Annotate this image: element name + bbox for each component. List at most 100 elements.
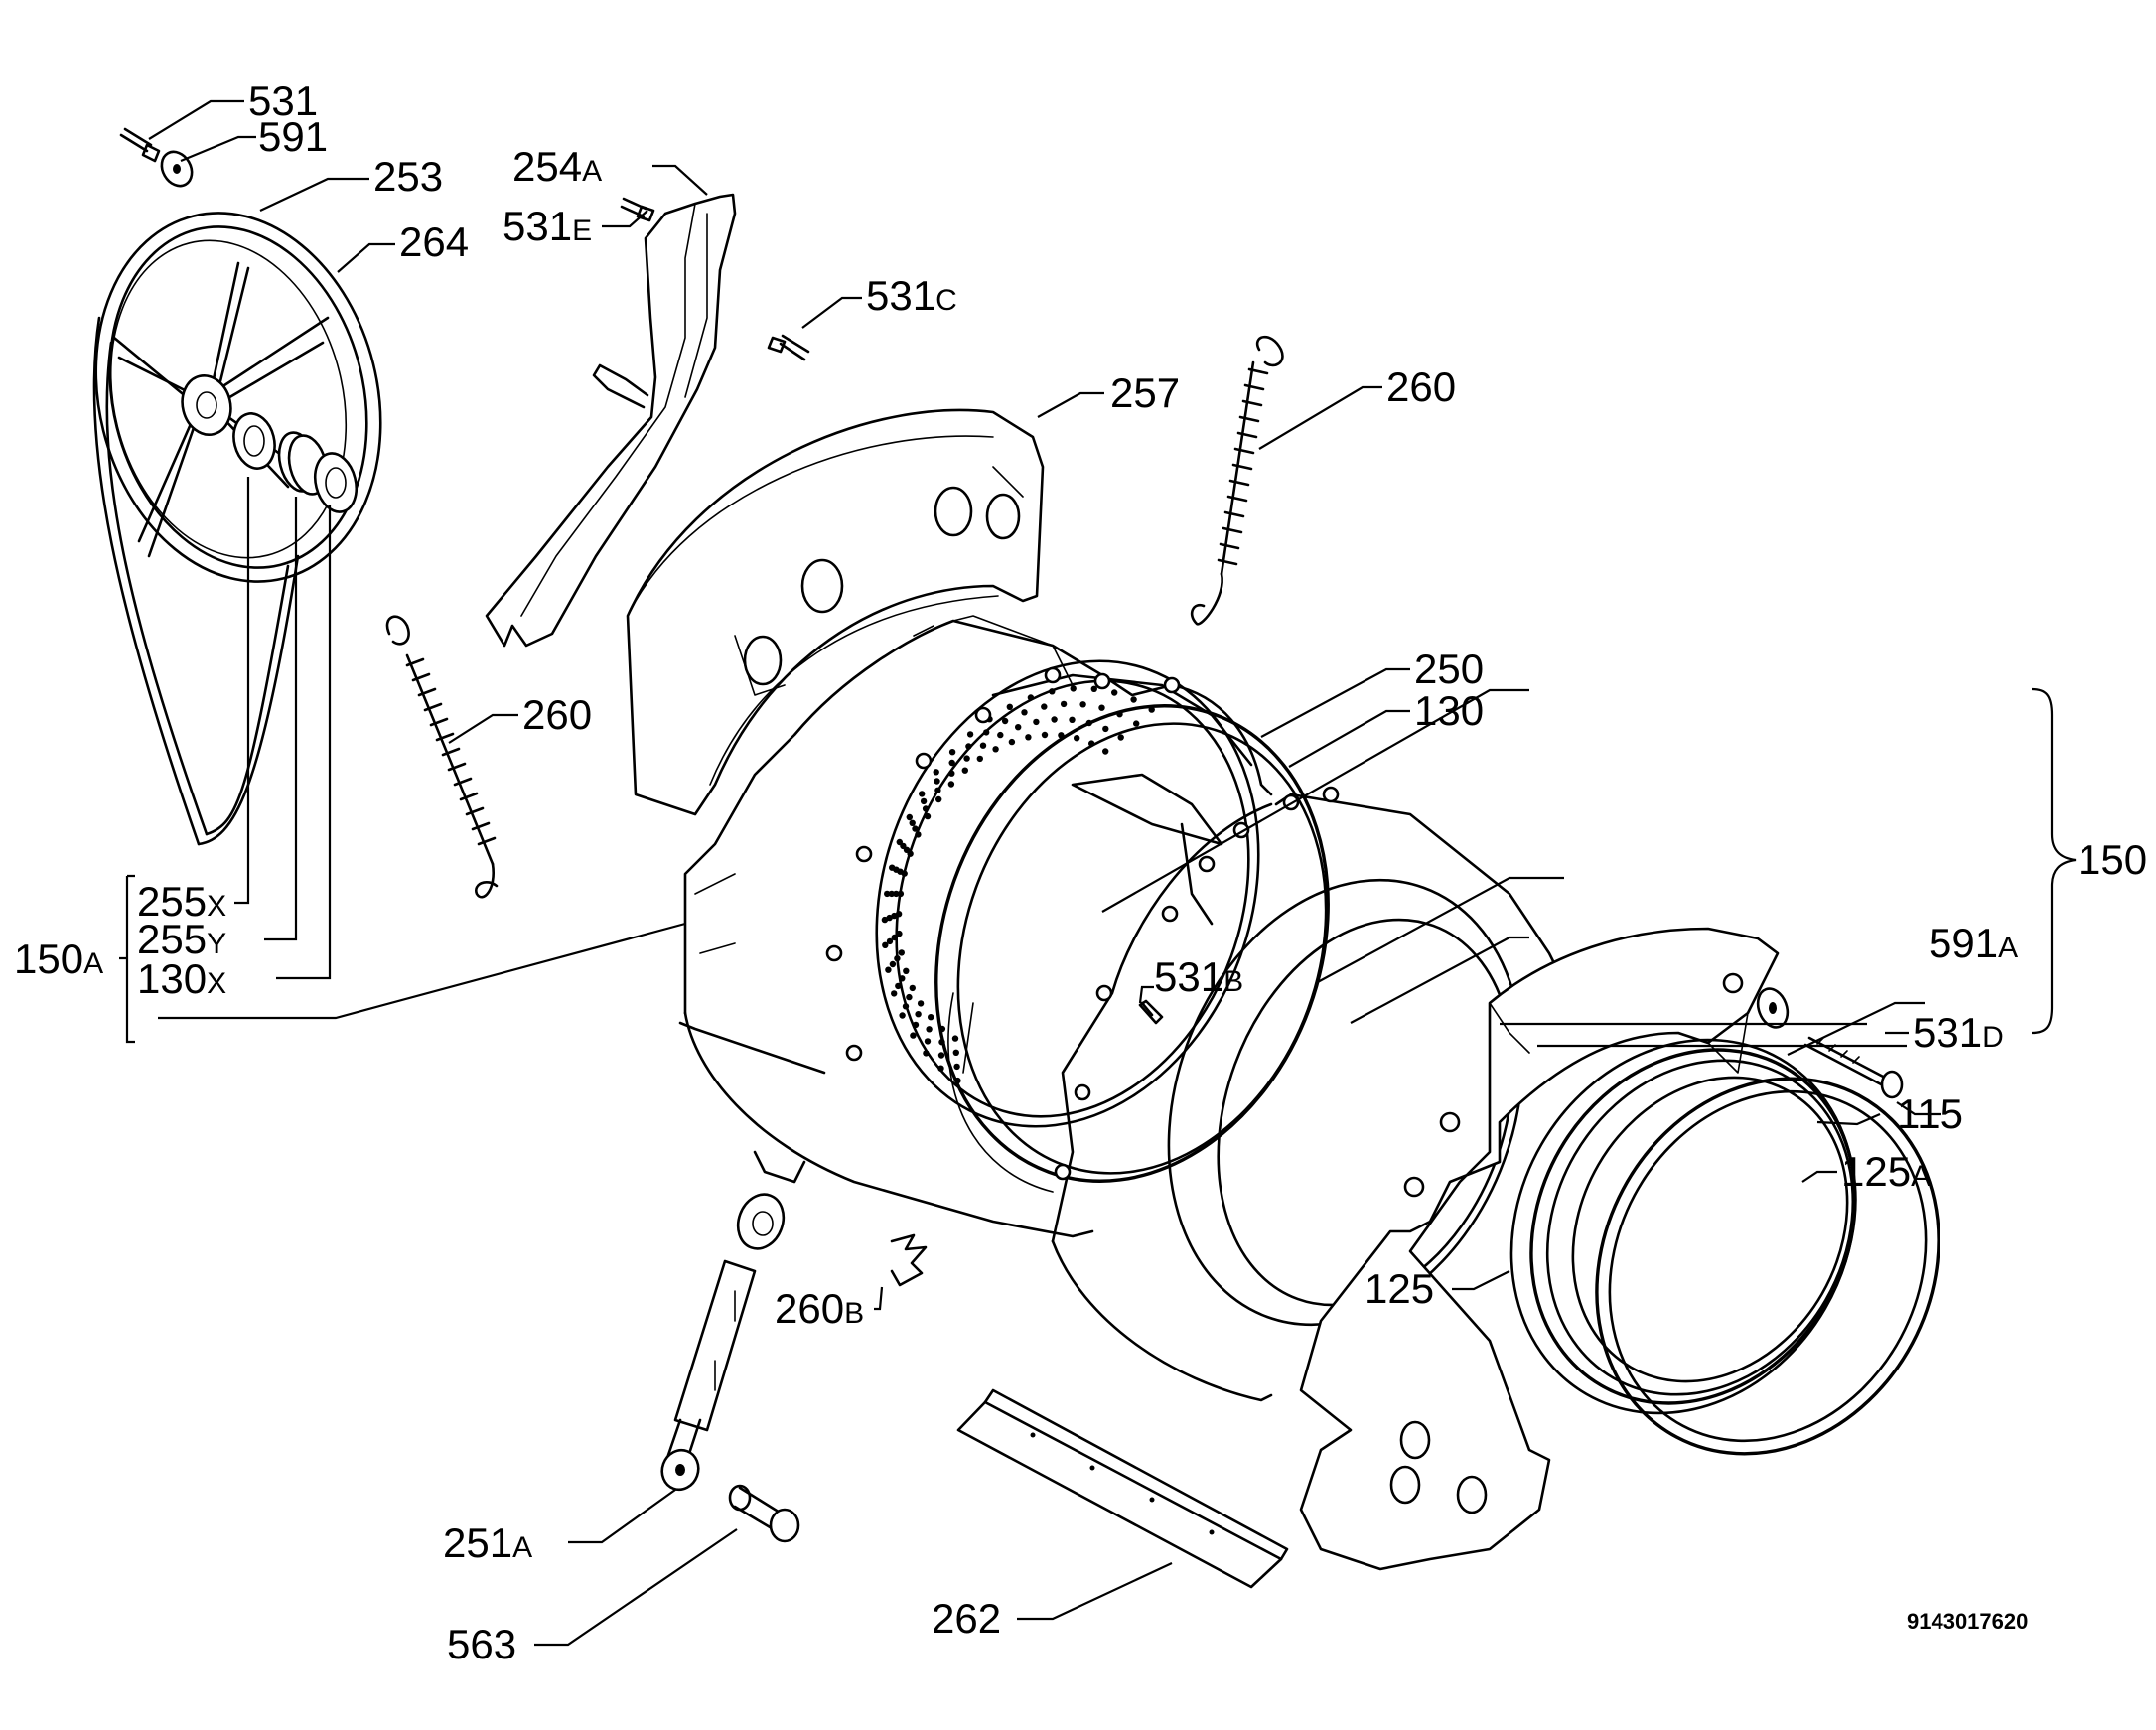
perforation-hole xyxy=(924,1038,932,1045)
label-563: 563 xyxy=(447,1621,516,1667)
perforation-hole xyxy=(896,930,903,937)
perforation-hole xyxy=(893,890,900,898)
rear-tub-half xyxy=(678,615,1273,1238)
perforation-hole xyxy=(935,795,942,803)
label-591: 591 xyxy=(258,113,328,160)
perforation-hole xyxy=(1041,703,1048,710)
label-130x: 130X xyxy=(137,955,226,1002)
perforation-hole xyxy=(906,813,913,821)
perforation-hole xyxy=(1014,724,1022,731)
perforation-hole xyxy=(888,890,895,898)
label-255y: 255Y xyxy=(137,916,226,962)
perforation-hole xyxy=(1033,718,1040,726)
label-264: 264 xyxy=(399,218,469,265)
clip-260b xyxy=(890,1233,928,1287)
label-254a: 254A xyxy=(512,143,602,190)
perforation-hole xyxy=(979,742,987,749)
perforation-hole xyxy=(886,914,893,922)
perforation-hole xyxy=(882,941,889,948)
label-260b: 260B xyxy=(775,1285,864,1332)
label-150a: 150A xyxy=(14,936,103,982)
perforation-hole xyxy=(1070,685,1077,692)
perforation-hole xyxy=(948,759,955,767)
perforation-hole xyxy=(966,731,974,738)
screw-531b xyxy=(1138,999,1164,1025)
perforation-hole xyxy=(1117,734,1124,741)
perforation-hole xyxy=(1074,735,1080,742)
perforation-hole xyxy=(1102,748,1109,755)
perforation-hole xyxy=(898,949,905,956)
perforation-hole xyxy=(1090,685,1098,692)
perforation-hole xyxy=(963,755,970,762)
perforation-hole xyxy=(895,982,902,990)
perforation-hole xyxy=(1051,716,1058,723)
perforation-hole xyxy=(912,825,919,832)
pulley-wheel xyxy=(92,212,382,846)
label-250: 250 xyxy=(1414,646,1484,692)
drum-perforations xyxy=(881,685,1155,1084)
perforation-hole xyxy=(901,870,908,877)
screw-531d xyxy=(1803,1036,1904,1099)
perforation-hole xyxy=(919,791,926,797)
leader-lines xyxy=(119,99,2077,1647)
counterweight-257 xyxy=(626,408,1045,816)
perforation-hole xyxy=(951,1035,959,1042)
perforation-hole xyxy=(1027,694,1035,701)
perforation-hole xyxy=(915,831,922,838)
perforation-hole xyxy=(947,781,955,788)
perforation-hole xyxy=(928,1013,934,1021)
perforation-hole xyxy=(1060,700,1068,708)
label-262: 262 xyxy=(932,1595,1001,1642)
perforation-hole xyxy=(920,797,928,805)
perforation-hole xyxy=(1006,703,1013,710)
label-257: 257 xyxy=(1110,369,1180,416)
perforation-hole xyxy=(923,1050,930,1057)
perforation-hole xyxy=(903,967,910,974)
label-125a: 125A xyxy=(1841,1148,1931,1195)
perforation-hole xyxy=(886,937,894,945)
perforation-hole xyxy=(1041,731,1049,739)
perforation-hole xyxy=(1133,720,1140,727)
perforation-hole xyxy=(889,960,897,968)
label-251a: 251A xyxy=(443,1519,532,1566)
door-seal-125 xyxy=(1509,1038,1857,1415)
perforation-hole xyxy=(897,890,905,898)
spring-260-left xyxy=(385,615,499,899)
perforation-hole xyxy=(933,769,939,776)
callout-labels: 531 591 253 264 254A 531E 531C 257 260 2… xyxy=(14,77,2147,1667)
perforation-hole xyxy=(1111,689,1118,696)
perforation-hole xyxy=(885,966,892,973)
label-531: 531 xyxy=(248,77,318,124)
perforation-hole xyxy=(907,850,914,857)
diagram-code: 9143017620 xyxy=(1907,1609,2028,1634)
rim-bolts xyxy=(825,666,1181,1062)
beam-262 xyxy=(956,1388,1289,1589)
perforation-hole xyxy=(1008,738,1016,746)
perforation-hole xyxy=(992,746,999,753)
perforation-hole xyxy=(1049,688,1056,695)
perforation-hole xyxy=(909,984,916,992)
perforation-hole xyxy=(952,1049,959,1057)
perforation-hole xyxy=(894,955,901,962)
perforation-hole xyxy=(884,890,891,898)
label-255x: 255X xyxy=(137,878,226,925)
label-531d: 531D xyxy=(1913,1009,2004,1056)
perforation-hole xyxy=(895,911,903,918)
perforation-hole xyxy=(948,749,956,756)
label-531b: 531B xyxy=(1154,953,1243,1000)
label-125: 125 xyxy=(1365,1265,1434,1312)
perforation-hole xyxy=(983,729,990,736)
perforation-hole xyxy=(926,1026,933,1033)
perforation-hole xyxy=(922,805,930,812)
perforation-hole xyxy=(1098,704,1105,711)
perforation-hole xyxy=(912,1021,920,1029)
perforation-hole xyxy=(997,731,1004,739)
perforation-hole xyxy=(909,819,916,826)
perforation-hole xyxy=(906,993,913,1001)
perforation-hole xyxy=(1021,709,1028,716)
perforation-hole xyxy=(902,1003,910,1010)
perforation-hole xyxy=(899,1012,906,1019)
perforation-hole xyxy=(1001,717,1009,725)
